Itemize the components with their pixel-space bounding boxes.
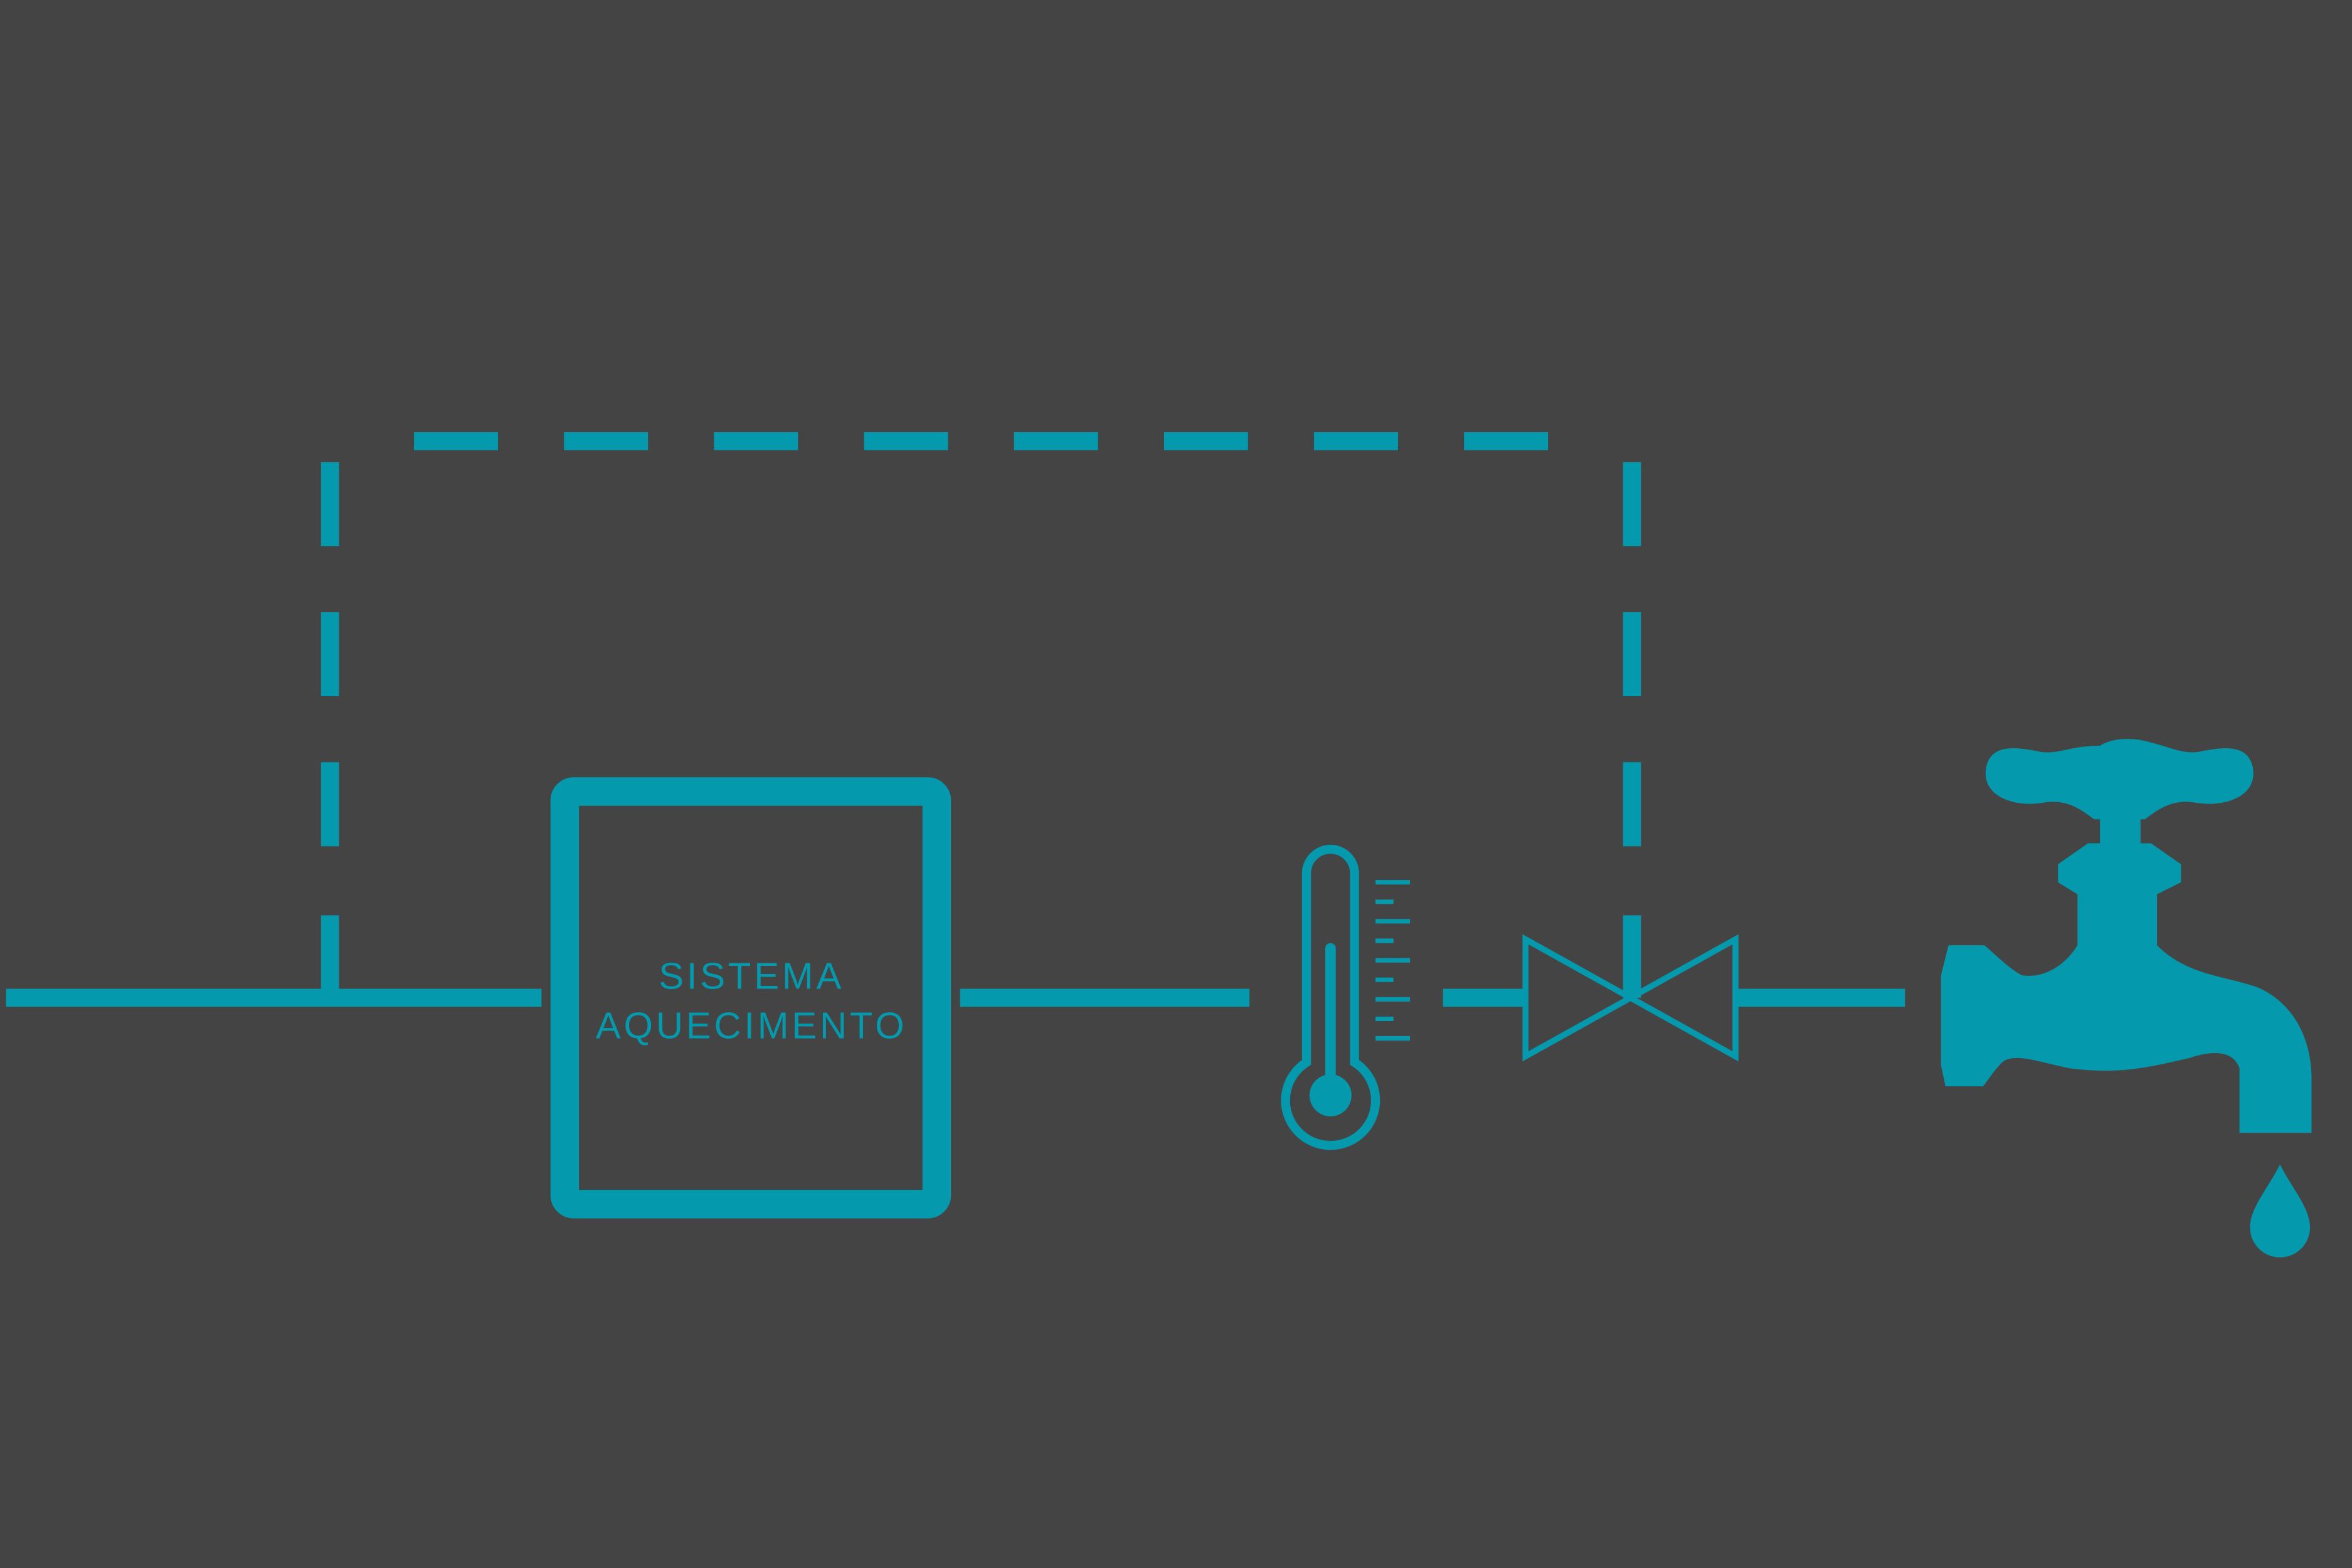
valve-left-triangle [1522,934,1637,1062]
heating-system: SISTEMA AQUECIMENTO [550,777,951,1219]
valve-icon [1522,934,1739,1062]
thermometer-icon [1281,844,1411,1150]
recirculation-tees [320,915,1641,998]
faucet-body [1941,843,2312,1133]
faucet-icon [1941,739,2312,1258]
faucet-handle [1985,739,2254,820]
faucet-stem [2100,816,2141,847]
valve-right-triangle [1624,934,1739,1062]
water-drop-icon [2250,1164,2311,1258]
thermometer-body [1281,844,1380,1150]
heating-system-box [550,777,951,1219]
heating-system-label-line2: AQUECIMENTO [596,1004,908,1046]
thermometer-scale [1375,880,1411,1041]
heating-system-label-line1: SISTEMA [659,955,844,997]
recirculation-loop [320,432,1641,901]
thermometer-bulb [1309,1074,1352,1116]
